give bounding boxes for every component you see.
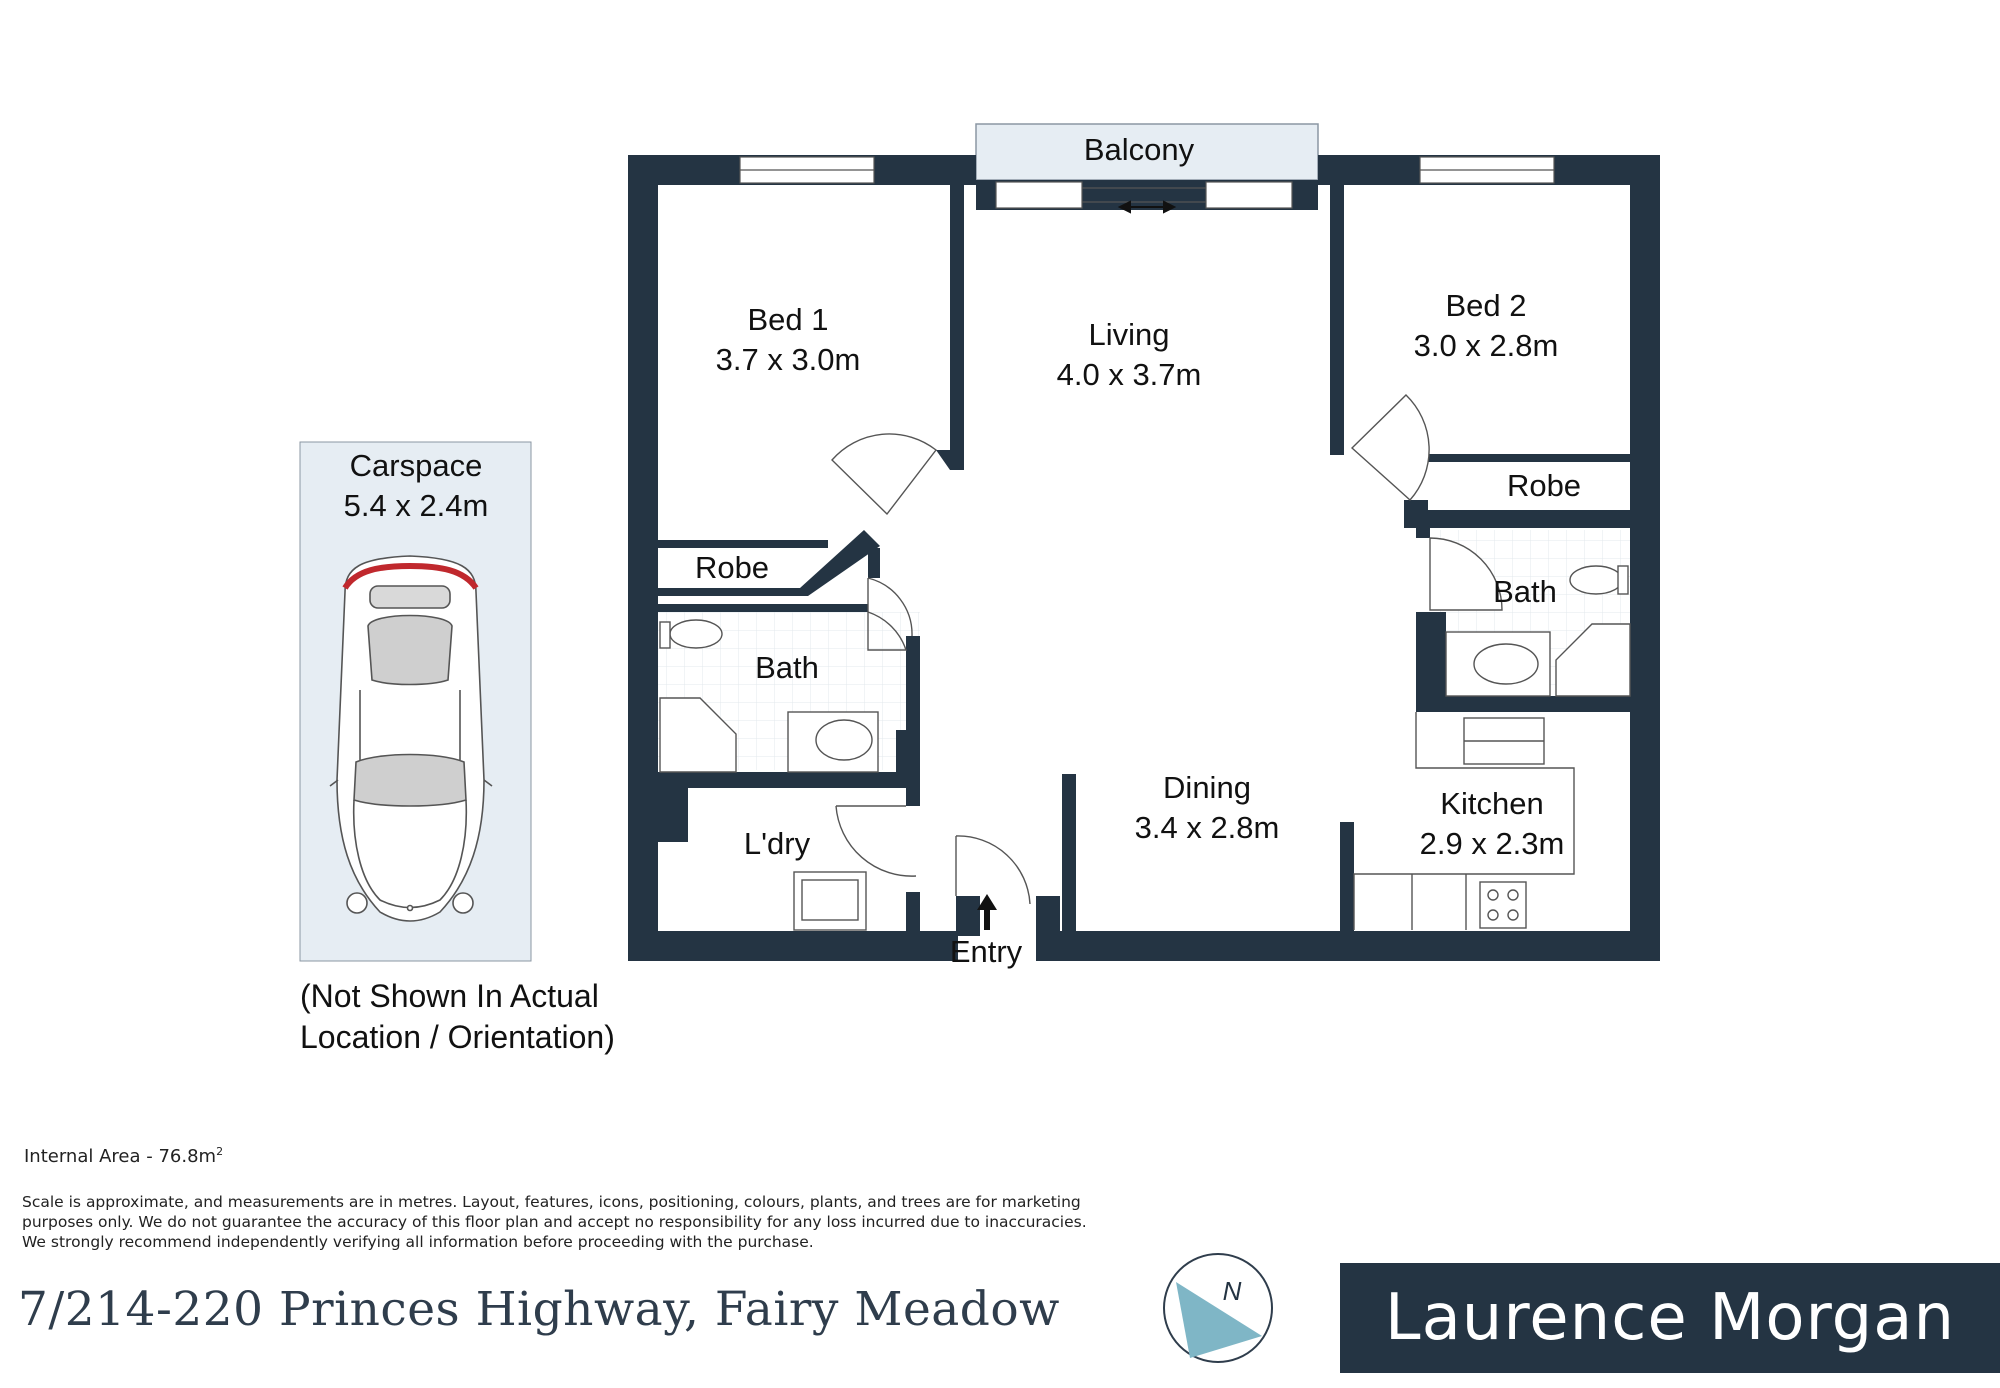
robe-right-label: Robe	[1507, 468, 1581, 503]
kitchen-size: 2.9 x 2.3m	[1420, 826, 1565, 861]
room-labels: Bed 1 3.7 x 3.0m Living 4.0 x 3.7m Bed 2…	[695, 288, 1581, 969]
sliding-door-arrow-icon	[1117, 200, 1177, 214]
internal-area-text: Internal Area - 76.8m	[24, 1146, 217, 1167]
shower-icon	[1555, 623, 1631, 697]
cooktop-icon	[1479, 881, 1527, 929]
kitchen-name: Kitchen	[1440, 786, 1543, 821]
toilet-icon	[1569, 565, 1623, 595]
entry-arrow-icon	[977, 894, 997, 930]
car-icon	[329, 555, 493, 922]
carspace-size: 5.4 x 2.4m	[344, 488, 489, 523]
carspace-note: (Not Shown In Actual Location / Orientat…	[300, 976, 615, 1058]
living-name: Living	[1089, 317, 1170, 352]
shower-icon	[659, 697, 737, 773]
entry-label: Entry	[950, 934, 1023, 969]
brand-banner: Laurence Morgan	[1340, 1263, 2000, 1373]
bed1-size: 3.7 x 3.0m	[716, 342, 861, 377]
basin-icon	[815, 719, 873, 761]
carspace: Carspace 5.4 x 2.4m	[299, 441, 532, 962]
living-size: 4.0 x 3.7m	[1057, 357, 1202, 392]
bed2-name: Bed 2	[1445, 288, 1526, 323]
disclaimer: Scale is approximate, and measurements a…	[22, 1193, 1087, 1251]
property-address: 7/214-220 Princes Highway, Fairy Meadow	[18, 1282, 1060, 1337]
bath-left-label: Bath	[755, 650, 819, 685]
dining-size: 3.4 x 2.8m	[1135, 810, 1280, 845]
laundry-tub-icon	[801, 879, 859, 921]
bed2-size: 3.0 x 2.8m	[1414, 328, 1559, 363]
laundry-label: L'dry	[744, 826, 811, 861]
bed1-name: Bed 1	[747, 302, 828, 337]
balcony: Balcony	[975, 123, 1319, 181]
balcony-label: Balcony	[1084, 132, 1195, 167]
brand-logo-text: Laurence Morgan	[1384, 1281, 1956, 1355]
compass-icon: N	[1163, 1253, 1273, 1363]
toilet-icon	[669, 619, 723, 649]
carspace-note-line2: Location / Orientation)	[300, 1019, 615, 1055]
bath-right-label: Bath	[1493, 574, 1557, 609]
internal-area: Internal Area - 76.8m2	[24, 1145, 223, 1167]
carspace-name: Carspace	[350, 448, 483, 483]
compass-north-label: N	[1223, 1276, 1242, 1306]
windows	[739, 156, 1555, 209]
dining-name: Dining	[1163, 770, 1251, 805]
door-swings	[831, 394, 1503, 905]
carspace-note-line1: (Not Shown In Actual	[300, 978, 599, 1014]
internal-area-superscript: 2	[216, 1145, 224, 1158]
fixtures	[659, 565, 1631, 931]
robe-left-label: Robe	[695, 550, 769, 585]
basin-icon	[1473, 643, 1539, 685]
